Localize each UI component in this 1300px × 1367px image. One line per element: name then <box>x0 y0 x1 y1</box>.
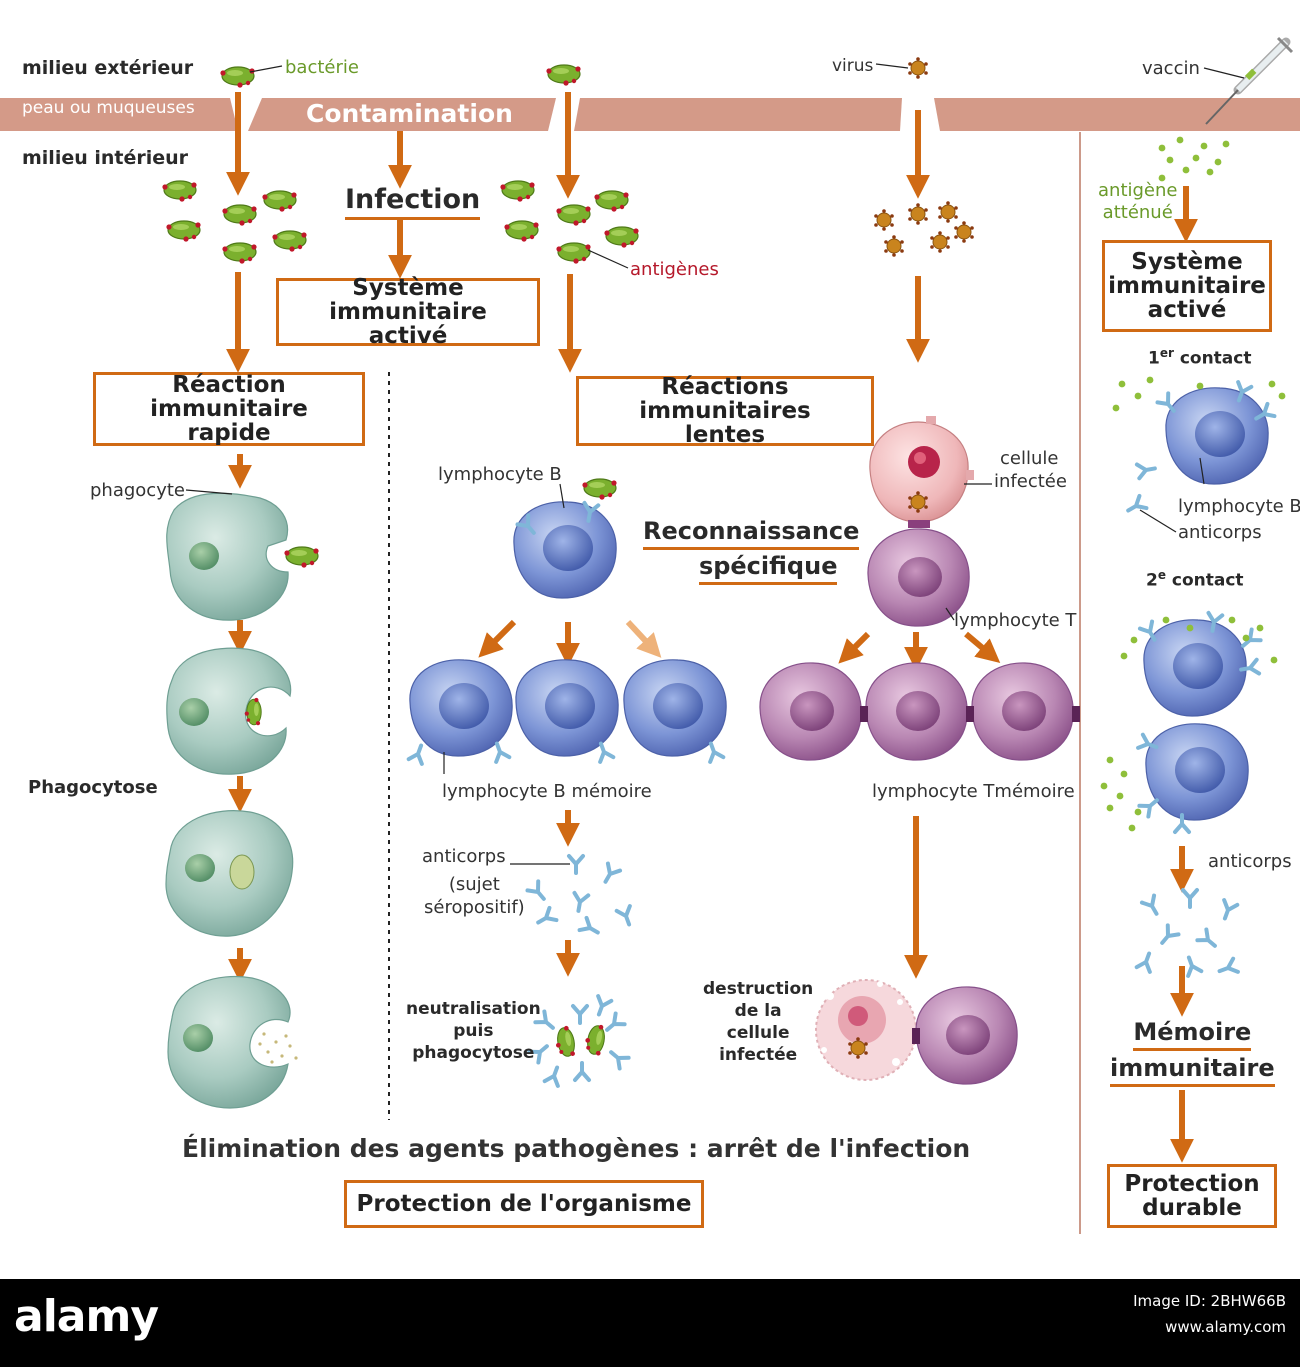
neutralisation-complex <box>527 994 631 1088</box>
infection-title: Infection <box>345 184 481 220</box>
free-antibodies <box>525 854 638 941</box>
second-contact-label: 2e contact <box>1146 568 1244 591</box>
entering-bacterium-icon <box>545 64 582 87</box>
organism-protection-box: Protection de l'organisme <box>344 1180 704 1228</box>
attenuated-antigen-dots <box>1158 136 1230 182</box>
memory-t-lymphocyte-label: lymphocyte Tmémoire <box>872 781 1075 802</box>
memory-t-cells <box>759 662 1080 761</box>
antibodies-label: anticorps <box>422 846 506 867</box>
destroyed-infected-cell <box>815 979 1018 1085</box>
first-contact-label: 1er contact <box>1148 346 1252 369</box>
immune-memory-title: Mémoire immunitaire <box>1110 1014 1275 1087</box>
skin-band <box>0 98 1300 131</box>
infected-cell <box>869 416 974 528</box>
bacteria-label: bactérie <box>285 57 359 78</box>
memory-b-lymphocyte-label: lymphocyte B mémoire <box>442 781 652 802</box>
bacteria-cluster-left <box>161 180 308 265</box>
vaccine-label: vaccin <box>1142 58 1200 79</box>
antigens-label: antigènes <box>630 259 719 280</box>
syringe-icon <box>1205 36 1294 125</box>
inside-label: milieu intérieur <box>22 147 189 169</box>
vaccine-b-lymphocyte-label: lymphocyte B <box>1178 496 1300 517</box>
t-lymphocyte-label: lymphocyte T <box>954 610 1077 631</box>
specific-recognition-title: Reconnaissance spécifique <box>643 514 860 585</box>
vaccine-antibodies-label-2: anticorps <box>1208 851 1292 872</box>
vaccine-antibodies-label: anticorps <box>1178 522 1262 543</box>
b-lymphocyte-label: lymphocyte B <box>438 464 562 485</box>
elimination-title: Élimination des agents pathogènes : arrê… <box>182 1134 971 1163</box>
vaccine-antibodies <box>1134 888 1240 980</box>
entering-virus-icon <box>907 56 929 80</box>
diagram-artwork <box>0 36 1300 1234</box>
outside-label: milieu extérieur <box>22 57 194 79</box>
contamination-title: Contamination <box>306 99 513 128</box>
virus-cluster <box>873 200 975 258</box>
memory-b-cells <box>406 659 727 766</box>
entering-bacterium-icon <box>219 66 256 89</box>
flow-arrows <box>226 92 1198 1163</box>
phagocyte-sequence <box>165 492 320 1109</box>
phagocytosis-label: Phagocytose <box>28 777 158 798</box>
b-lymphocyte <box>513 478 618 599</box>
vaccine-second-contact <box>1100 610 1278 834</box>
leader-lines <box>185 63 1245 865</box>
faded-arrow <box>625 619 662 658</box>
phagocyte-label: phagocyte <box>90 480 185 501</box>
bacteria-cluster-antigens <box>499 180 640 265</box>
virus-label: virus <box>832 56 874 76</box>
footer-logo: alamy <box>14 1291 159 1342</box>
skin-label: peau ou muqueuses <box>22 98 195 118</box>
